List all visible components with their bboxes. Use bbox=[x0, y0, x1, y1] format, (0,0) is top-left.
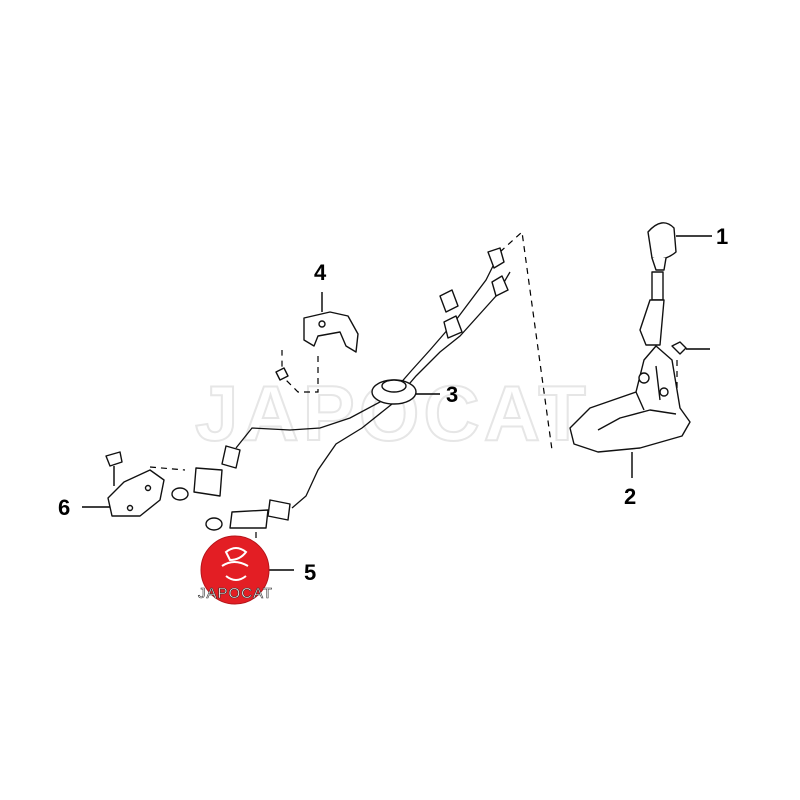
callout-5: 5 bbox=[304, 560, 316, 585]
leader-lines bbox=[82, 235, 712, 571]
part-3-shift-cables[interactable] bbox=[171, 247, 511, 531]
callout-6: 6 bbox=[58, 495, 70, 520]
part-1-shift-knob-lever[interactable] bbox=[639, 222, 677, 346]
callout-2: 2 bbox=[624, 484, 636, 509]
logo-emblem-icon bbox=[221, 547, 249, 581]
part-4-cable-bracket[interactable] bbox=[275, 292, 359, 381]
part-6-lower-bracket[interactable] bbox=[105, 451, 165, 517]
logo-text: JAPOCAT bbox=[198, 585, 273, 602]
callout-3: 3 bbox=[446, 382, 458, 407]
japocat-logo: JAPOCAT bbox=[198, 535, 273, 605]
callout-4: 4 bbox=[314, 260, 327, 285]
part-2-shifter-housing[interactable] bbox=[569, 341, 710, 453]
callout-1: 1 bbox=[716, 224, 728, 249]
